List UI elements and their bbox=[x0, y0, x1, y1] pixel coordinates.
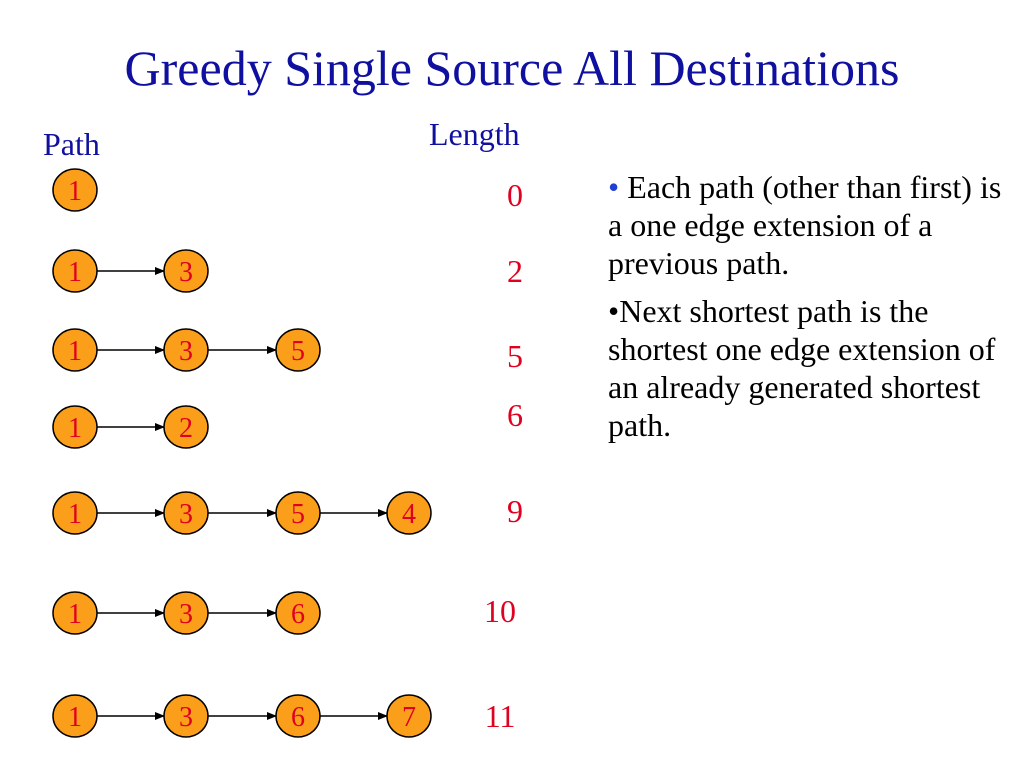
path-length: 10 bbox=[484, 593, 516, 629]
path-row: 1 3 6 10 bbox=[52, 591, 516, 635]
node-label: 1 bbox=[68, 499, 82, 530]
explanation-bullets: • Each path (other than first) is a one … bbox=[608, 168, 1008, 454]
path-length: 5 bbox=[507, 338, 523, 374]
bullet-marker: • bbox=[608, 293, 620, 329]
path-row: 1 3 5 4 9 bbox=[52, 491, 523, 535]
node-label: 1 bbox=[68, 257, 82, 288]
node-label: 1 bbox=[68, 336, 82, 367]
path-row: 1 3 5 5 bbox=[52, 328, 523, 374]
node-label: 7 bbox=[402, 702, 416, 733]
graph-node bbox=[52, 168, 98, 212]
node-label: 5 bbox=[291, 499, 305, 530]
graph-node bbox=[275, 591, 321, 635]
slide-title: Greedy Single Source All Destinations bbox=[124, 40, 900, 96]
node-label: 3 bbox=[179, 599, 193, 630]
node-label: 3 bbox=[179, 702, 193, 733]
path-row: 1 3 6 7 11 bbox=[52, 694, 516, 738]
path-column-header: Path bbox=[43, 126, 100, 162]
node-label: 4 bbox=[402, 499, 416, 530]
bullet-marker: • bbox=[608, 169, 620, 205]
bullet-item: • Each path (other than first) is a one … bbox=[608, 168, 1008, 282]
path-row: 1 2 6 bbox=[52, 397, 523, 449]
path-length: 0 bbox=[507, 177, 523, 213]
node-label: 1 bbox=[68, 176, 82, 207]
graph-node bbox=[386, 491, 432, 535]
node-label: 3 bbox=[179, 336, 193, 367]
node-label: 3 bbox=[179, 499, 193, 530]
graph-node bbox=[386, 694, 432, 738]
graph-node bbox=[275, 328, 321, 372]
graph-node bbox=[163, 249, 209, 293]
path-row: 1 3 2 bbox=[52, 249, 523, 293]
graph-node bbox=[163, 405, 209, 449]
path-length: 6 bbox=[507, 397, 523, 433]
node-label: 6 bbox=[291, 599, 305, 630]
path-length: 9 bbox=[507, 493, 523, 529]
node-label: 2 bbox=[179, 413, 193, 444]
node-label: 1 bbox=[68, 413, 82, 444]
bullet-item: •Next shortest path is the shortest one … bbox=[608, 292, 1008, 444]
node-label: 5 bbox=[291, 336, 305, 367]
path-length: 11 bbox=[485, 698, 516, 734]
length-column-header: Length bbox=[429, 116, 520, 152]
node-label: 6 bbox=[291, 702, 305, 733]
bullet-text: Next shortest path is the shortest one e… bbox=[608, 293, 996, 443]
bullet-text: Each path (other than first) is a one ed… bbox=[608, 169, 1002, 281]
node-label: 1 bbox=[68, 599, 82, 630]
node-label: 1 bbox=[68, 702, 82, 733]
node-label: 3 bbox=[179, 257, 193, 288]
path-length: 2 bbox=[507, 253, 523, 289]
